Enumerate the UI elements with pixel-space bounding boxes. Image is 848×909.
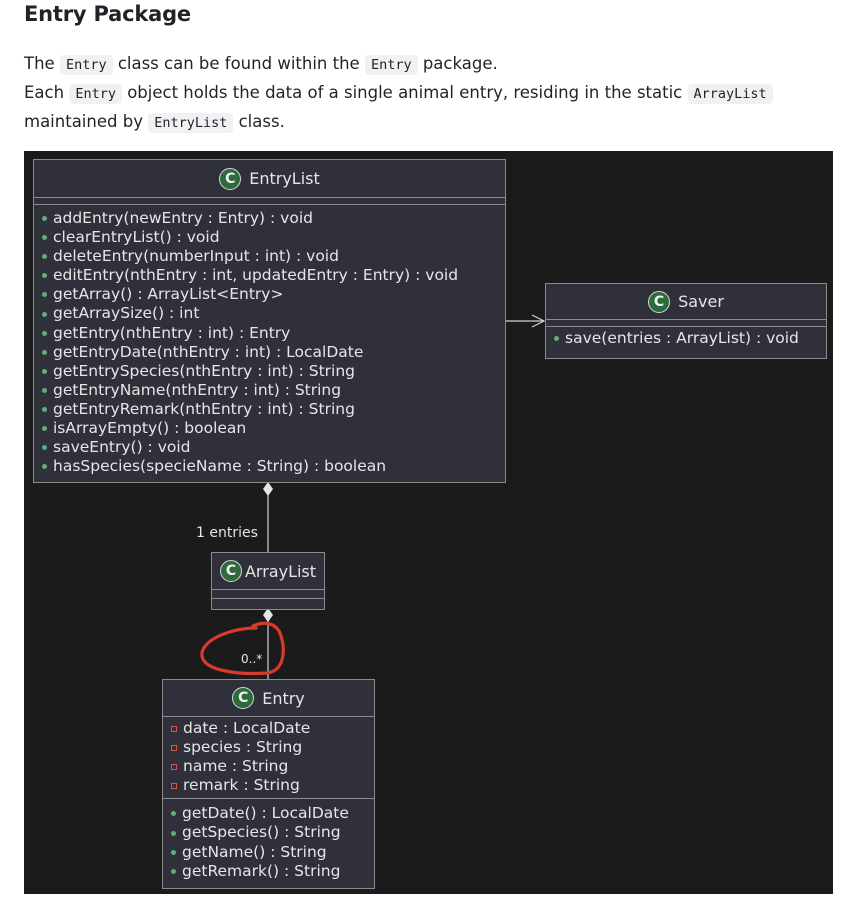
method: getEntry(nthEntry : int) : Entry xyxy=(34,324,505,343)
public-icon xyxy=(42,349,47,355)
composition-diamond-1 xyxy=(263,482,273,496)
class-header: C ArrayList xyxy=(212,553,324,589)
public-icon xyxy=(171,811,176,817)
method-list: getDate() : LocalDate getSpecies() : Str… xyxy=(163,798,374,880)
public-icon xyxy=(42,426,47,432)
public-icon xyxy=(42,235,47,241)
class-saver: C Saver save(entries : ArrayList) : void xyxy=(545,283,827,359)
class-entrylist: C EntryList addEntry(newEntry : Entry) :… xyxy=(33,159,506,483)
class-header: C Entry xyxy=(163,680,374,716)
class-header: C EntryList xyxy=(34,160,505,197)
class-entry: C Entry date : LocalDate species : Strin… xyxy=(162,679,375,889)
public-icon xyxy=(554,336,559,342)
method: getEntryDate(nthEntry : int) : LocalDate xyxy=(34,343,505,362)
public-icon xyxy=(42,330,47,336)
method: getSpecies() : String xyxy=(163,823,374,842)
public-icon xyxy=(42,292,47,298)
public-icon xyxy=(42,273,47,279)
private-icon xyxy=(171,725,177,732)
method-list: save(entries : ArrayList) : void xyxy=(546,326,826,348)
public-icon xyxy=(42,311,47,317)
class-name: Entry xyxy=(262,688,305,708)
method-list: addEntry(newEntry : Entry) : void clearE… xyxy=(34,204,505,476)
method: getRemark() : String xyxy=(163,862,374,881)
field: species : String xyxy=(163,738,374,757)
multiplicity-label: 0..* xyxy=(241,652,263,666)
method: getName() : String xyxy=(163,843,374,862)
public-icon xyxy=(42,445,47,451)
page-heading: Entry Package xyxy=(24,2,191,26)
diagram-connectors xyxy=(200,314,546,679)
class-header: C Saver xyxy=(546,284,826,319)
public-icon xyxy=(42,254,47,260)
method: save(entries : ArrayList) : void xyxy=(546,329,826,348)
method: deleteEntry(numberInput : int) : void xyxy=(34,247,505,266)
inline-code: Entry xyxy=(69,84,122,104)
public-icon xyxy=(42,464,47,470)
inline-code: EntryList xyxy=(148,113,234,133)
inline-code: Entry xyxy=(59,55,113,75)
public-icon xyxy=(171,868,176,874)
class-c-icon: C xyxy=(648,290,671,313)
method: getEntryRemark(nthEntry : int) : String xyxy=(34,400,505,419)
public-icon xyxy=(42,406,47,412)
class-c-icon: C xyxy=(219,560,242,582)
public-icon xyxy=(42,387,47,393)
public-icon xyxy=(171,849,176,855)
private-icon xyxy=(171,782,177,789)
field: name : String xyxy=(163,757,374,776)
method: getArray() : ArrayList<Entry> xyxy=(34,285,505,304)
inline-code: ArrayList xyxy=(687,84,773,104)
inline-code: Entry xyxy=(364,55,418,75)
public-icon xyxy=(42,216,47,222)
method: getDate() : LocalDate xyxy=(163,804,374,823)
field-list: date : LocalDate species : String name :… xyxy=(163,716,374,798)
public-icon xyxy=(171,830,176,836)
class-name: ArrayList xyxy=(244,561,317,581)
association-label: 1 entries xyxy=(196,525,258,541)
class-c-icon: C xyxy=(232,687,255,709)
public-icon xyxy=(42,368,47,374)
method: clearEntryList() : void xyxy=(34,228,505,247)
private-icon xyxy=(171,744,177,751)
annotation-circle xyxy=(200,621,285,676)
method: getEntrySpecies(nthEntry : int) : String xyxy=(34,362,505,381)
method: hasSpecies(specieName : String) : boolea… xyxy=(34,457,505,476)
class-name: EntryList xyxy=(249,169,320,188)
method: addEntry(newEntry : Entry) : void xyxy=(34,209,505,228)
composition-diamond-2 xyxy=(263,608,273,622)
class-c-icon: C xyxy=(219,167,242,190)
method: getArraySize() : int xyxy=(34,304,505,323)
method: getEntryName(nthEntry : int) : String xyxy=(34,381,505,400)
field: date : LocalDate xyxy=(163,719,374,738)
uml-class-diagram: C EntryList addEntry(newEntry : Entry) :… xyxy=(24,151,833,894)
field: remark : String xyxy=(163,776,374,795)
arrow-head xyxy=(531,314,546,328)
class-name: Saver xyxy=(678,292,724,311)
description-paragraph: The Entry class can be found within the … xyxy=(24,50,824,137)
method: editEntry(nthEntry : int, updatedEntry :… xyxy=(34,266,505,285)
method: isArrayEmpty() : boolean xyxy=(34,419,505,438)
class-arraylist: C ArrayList xyxy=(211,552,325,610)
private-icon xyxy=(171,763,177,770)
method: saveEntry() : void xyxy=(34,438,505,457)
